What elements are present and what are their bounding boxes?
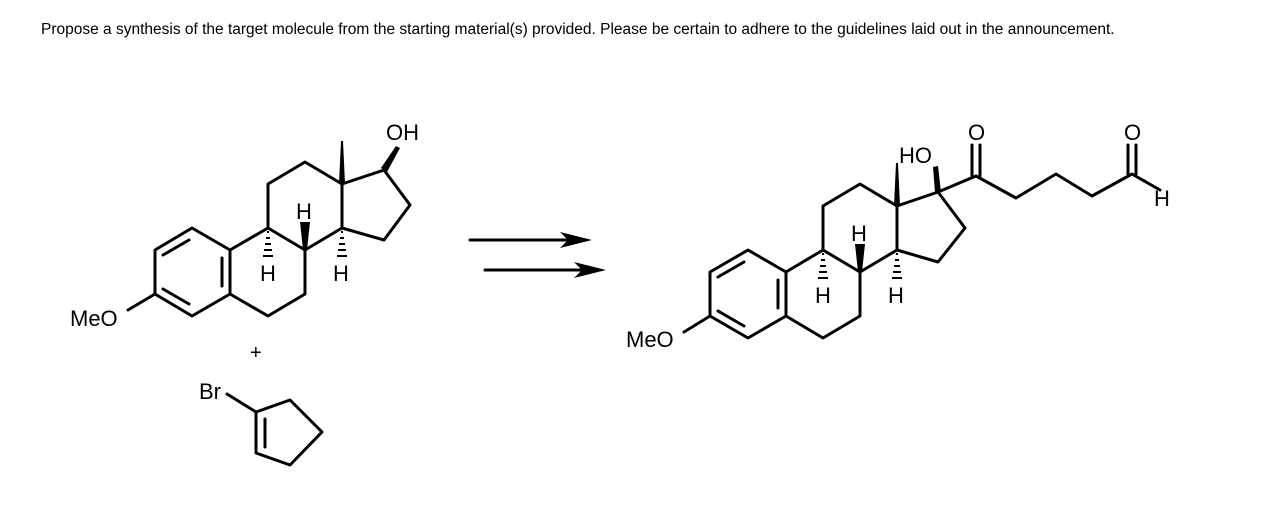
hydroxyl-label: OH <box>386 120 419 145</box>
ring-b <box>784 248 862 340</box>
side-chain <box>936 172 1162 200</box>
ring-d <box>895 190 967 264</box>
methoxy-bond <box>126 292 157 312</box>
ketone-oxygen-label: O <box>968 120 985 145</box>
methyl-wedge <box>339 141 345 184</box>
h-wedge <box>855 244 865 272</box>
aldehyde-h-label: H <box>1154 186 1170 211</box>
ring-a <box>708 248 788 340</box>
hydroxyl-wedge <box>381 146 400 172</box>
methoxy-label: MeO <box>70 306 118 331</box>
bromo-bond <box>225 392 258 414</box>
hydroxyl-label: HO <box>899 143 932 168</box>
bromo-label: Br <box>199 379 221 404</box>
methyl-wedge <box>894 163 900 206</box>
h-label: H <box>333 261 349 286</box>
h-wedge <box>300 222 310 250</box>
h-hash-bond <box>818 253 828 279</box>
ring-c <box>266 160 344 252</box>
plus-sign: + <box>250 342 262 364</box>
methoxy-label: MeO <box>626 327 674 352</box>
retrosynthetic-arrow <box>468 232 606 278</box>
starting-material: MeO OH H H H <box>70 120 419 331</box>
h-label: H <box>260 261 276 286</box>
aromatic-inner-bond <box>716 309 746 328</box>
h-label: H <box>296 199 312 224</box>
target-molecule: MeO HO O O H H H H <box>626 120 1170 352</box>
ring-b <box>228 226 307 318</box>
aromatic-inner-bond <box>161 287 191 306</box>
cyclopentene-ring <box>254 398 324 467</box>
h-label: H <box>888 283 904 308</box>
aromatic-inner-bond <box>161 238 191 257</box>
h-hash-bond <box>263 231 273 257</box>
aldehyde-oxygen-label: O <box>1124 120 1141 145</box>
methoxy-bond <box>682 314 712 334</box>
h-label: H <box>815 283 831 308</box>
question-text: Propose a synthesis of the target molecu… <box>41 21 1115 38</box>
h-hash-bond <box>337 231 347 257</box>
aromatic-inner-bond <box>716 260 746 279</box>
ring-a <box>153 226 232 318</box>
ring-d <box>340 168 412 242</box>
h-hash-bond <box>892 253 902 279</box>
reagent: Br <box>199 379 324 467</box>
hydroxyl-wedge <box>933 166 941 192</box>
ring-c <box>821 182 899 274</box>
h-label: H <box>851 221 867 246</box>
